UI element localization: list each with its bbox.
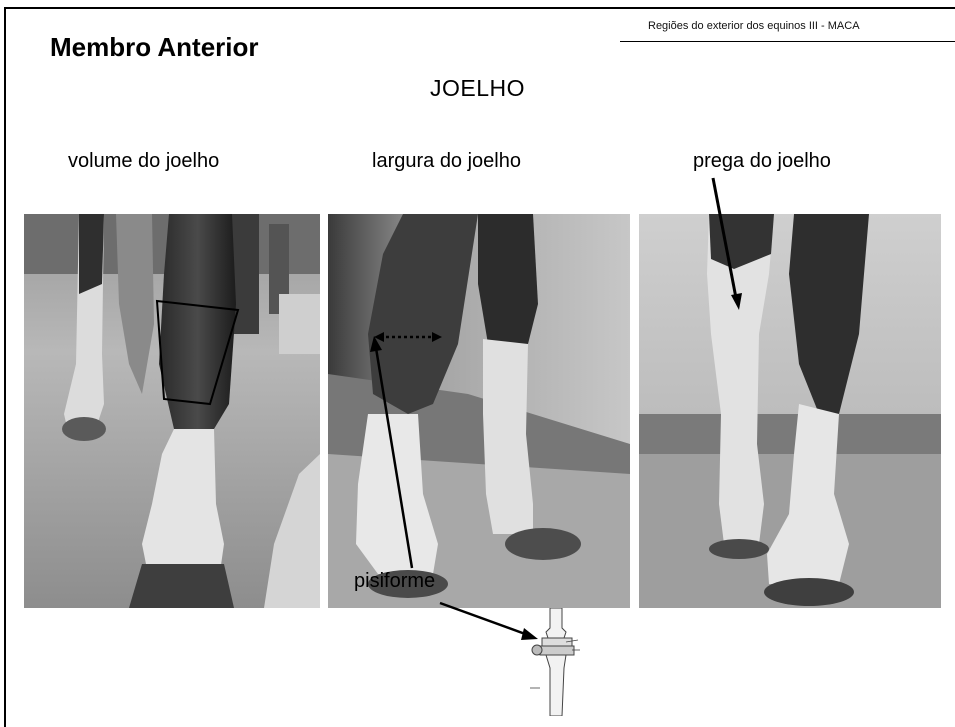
caption-largura: largura do joelho	[372, 150, 521, 172]
knee-bone-illustration	[520, 607, 588, 717]
pisiforme-label: pisiforme	[354, 570, 436, 592]
slide-frame	[4, 7, 955, 727]
photo-knee-fold	[639, 214, 941, 608]
photo-knee-width	[328, 214, 630, 608]
slide-header: Regiões do exterior dos equinos III - MA…	[648, 20, 860, 32]
header-rule	[620, 41, 955, 42]
region-title: JOELHO	[430, 75, 526, 101]
slide-title: Membro Anterior	[50, 32, 259, 62]
caption-volume: volume do joelho	[68, 150, 220, 172]
photo-knee-volume	[24, 214, 320, 608]
caption-prega: prega do joelho	[693, 150, 831, 172]
